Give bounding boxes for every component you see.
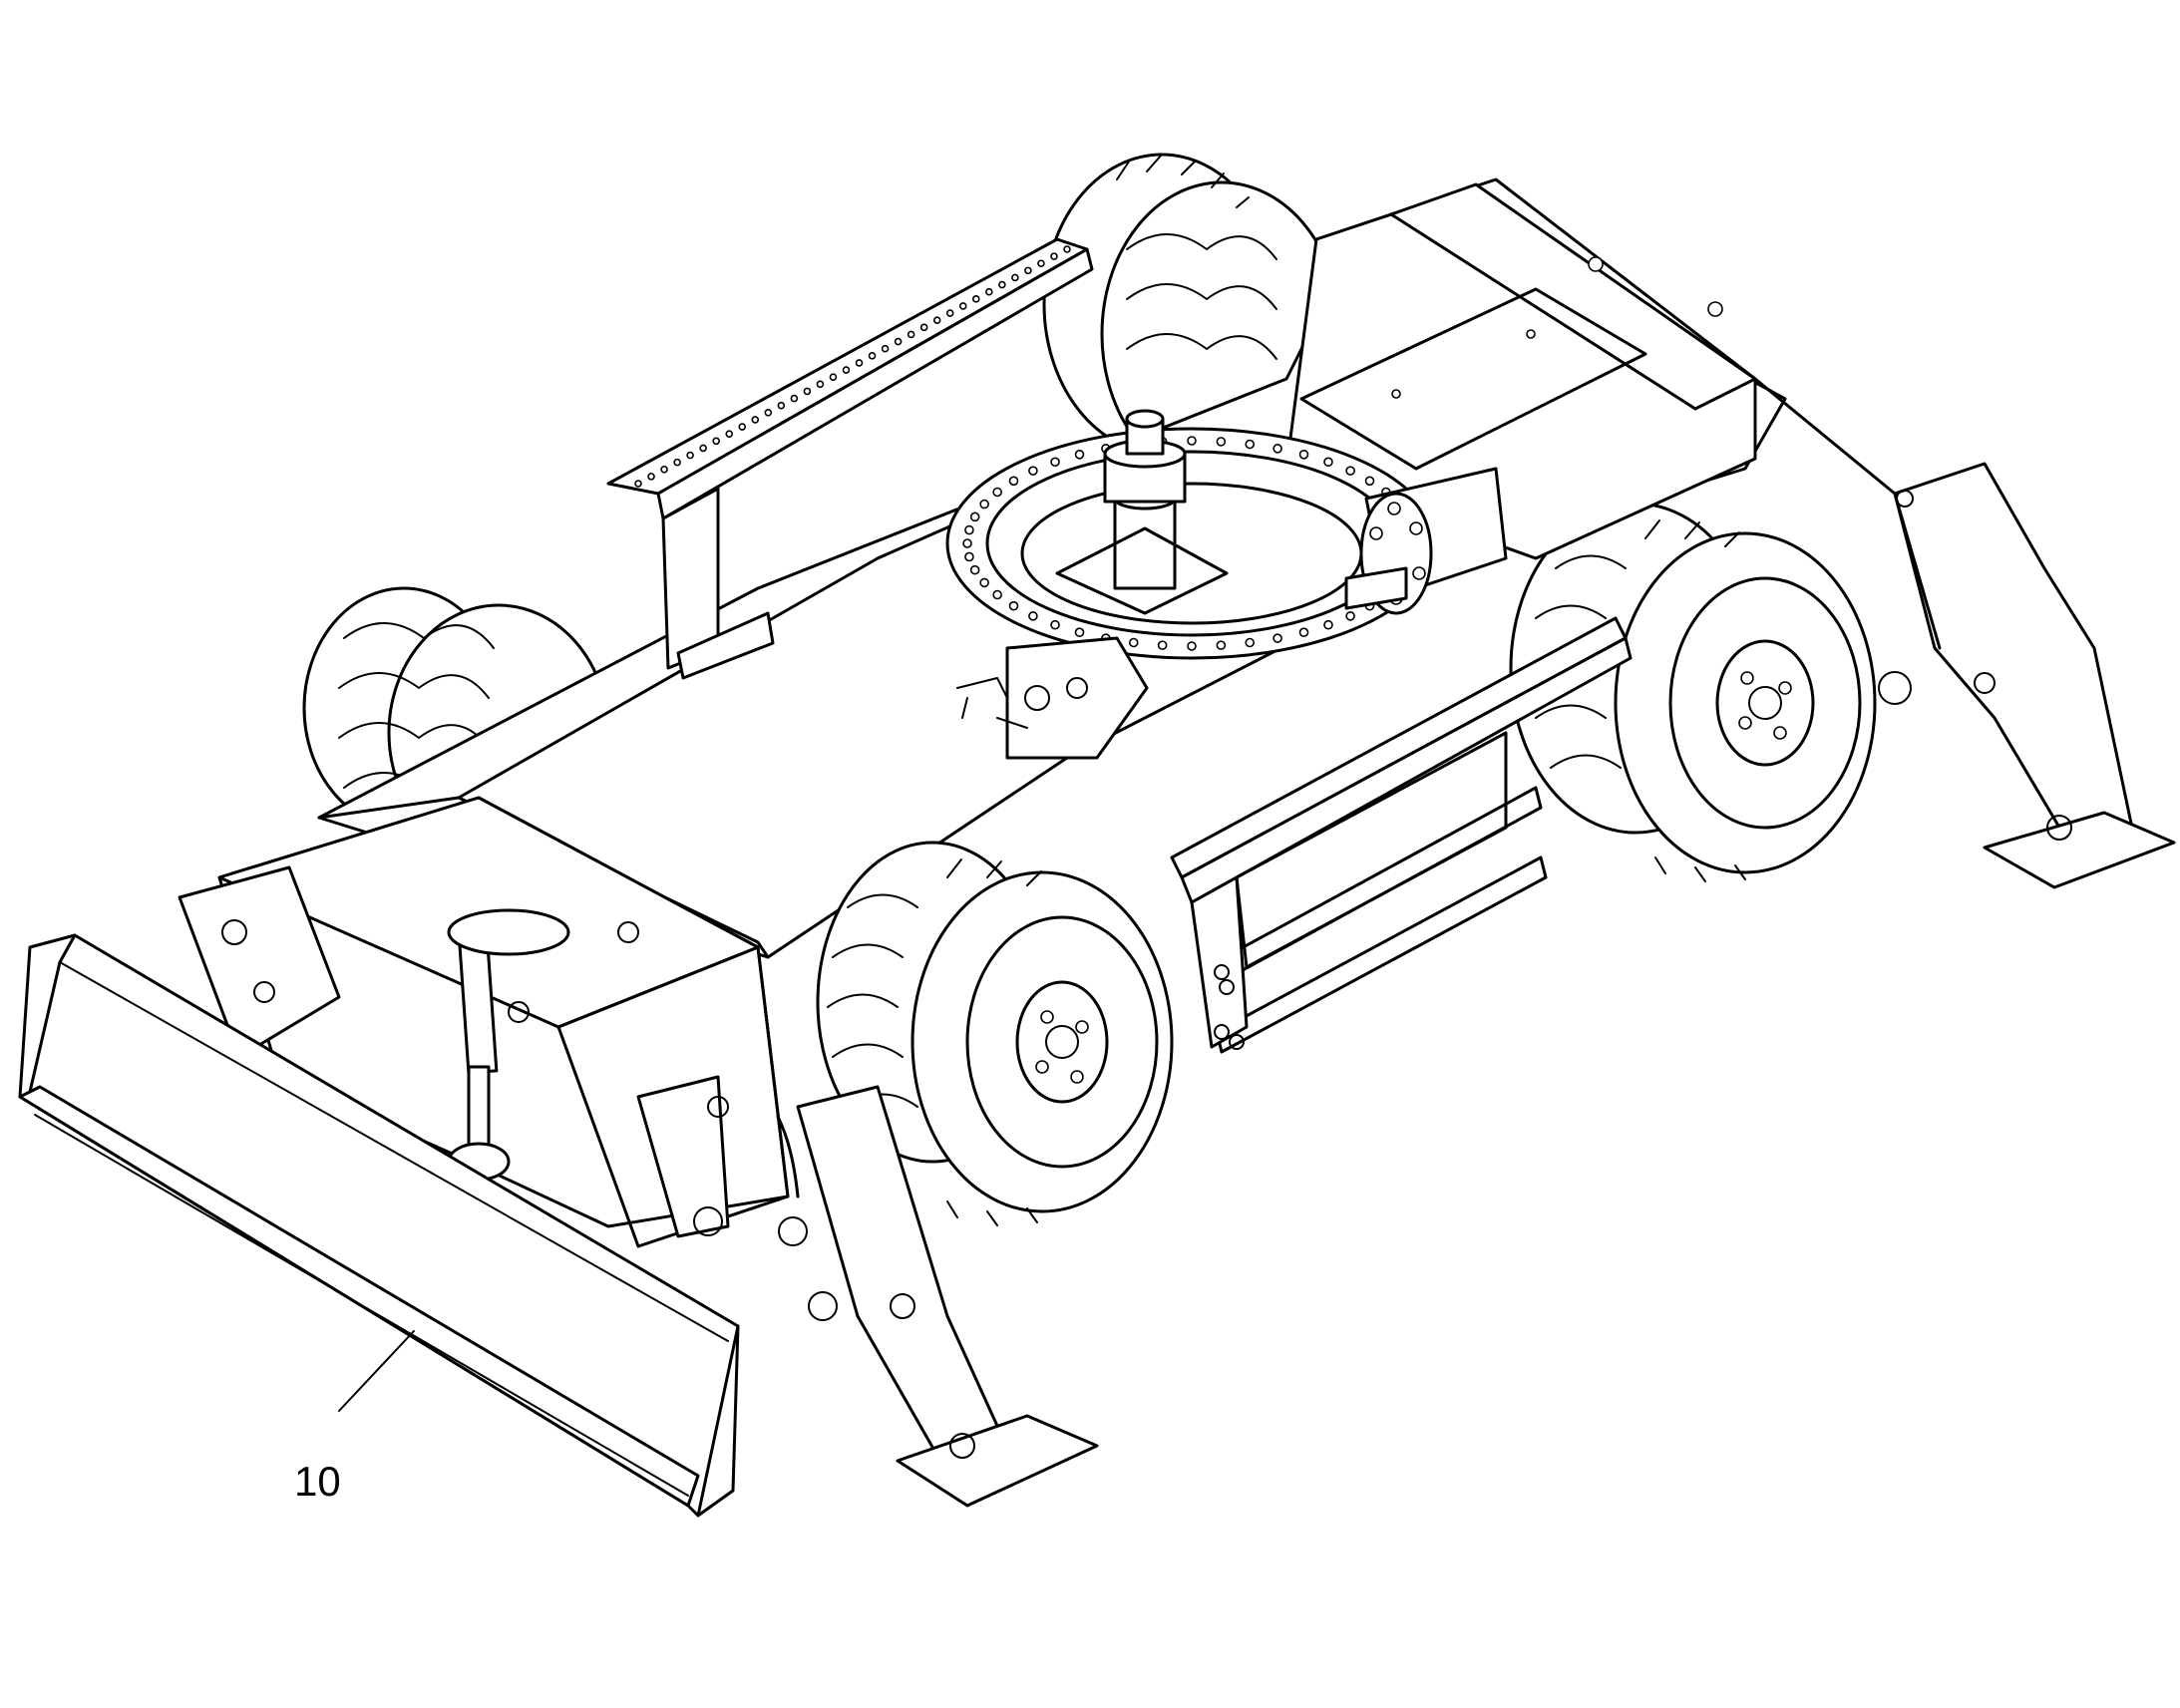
ring-bolt-hole — [1128, 637, 1139, 648]
ring-bolt-hole — [1028, 466, 1038, 476]
step-perforation — [1063, 245, 1071, 253]
callout-10-leader — [338, 1330, 415, 1412]
rotary-joint — [1055, 409, 1229, 615]
ring-bolt-hole — [1187, 436, 1197, 446]
ring-bolt-hole — [1187, 641, 1197, 651]
ring-bolt-hole — [1050, 457, 1060, 468]
step-perforation — [686, 451, 694, 460]
right-side-step-plate — [1170, 616, 1633, 1054]
ring-bolt-hole — [1272, 633, 1282, 643]
ring-bolt-hole — [969, 564, 980, 575]
ring-bolt-hole — [1008, 600, 1019, 611]
step-perforation — [919, 323, 928, 332]
front-right-wheel-pair — [816, 841, 1174, 1226]
ring-bolt-hole — [1245, 637, 1256, 648]
ring-bolt-hole — [964, 524, 974, 535]
step-perforation — [1024, 266, 1032, 275]
step-perforation — [738, 423, 747, 431]
ring-bolt-hole — [1323, 457, 1333, 468]
ring-bolt-hole — [1216, 640, 1227, 650]
ring-bolt-hole — [992, 487, 1002, 498]
ring-bolt-hole — [1272, 444, 1282, 454]
step-perforation — [764, 408, 773, 417]
ring-bolt-hole — [992, 589, 1002, 600]
step-perforation — [842, 366, 851, 374]
ring-bolt-hole — [1345, 466, 1355, 476]
step-perforation — [790, 394, 799, 403]
ring-bolt-hole — [1364, 476, 1375, 487]
step-perforation — [699, 444, 707, 453]
step-perforation — [829, 373, 838, 381]
step-perforation — [945, 309, 954, 317]
dozer-blade — [18, 933, 740, 1518]
ring-bolt-hole — [1216, 437, 1227, 447]
drive-flange — [1344, 467, 1508, 615]
step-perforation — [712, 437, 720, 446]
ring-bolt-hole — [1074, 627, 1085, 638]
ring-bolt-hole — [964, 551, 974, 562]
step-perforation — [881, 344, 890, 353]
ring-bolt-hole — [1074, 449, 1085, 460]
step-perforation — [985, 287, 993, 296]
step-perforation — [673, 458, 681, 467]
step-perforation — [634, 480, 642, 488]
ring-bolt-hole — [979, 577, 989, 588]
step-perforation — [777, 401, 786, 410]
callout-10: 10 — [294, 1330, 415, 1505]
ring-bolt-hole — [1298, 449, 1309, 460]
step-perforation — [660, 465, 668, 474]
step-perforation — [1011, 273, 1019, 282]
callout-10-label: 10 — [294, 1458, 341, 1505]
step-perforation — [855, 359, 864, 367]
step-perforation — [971, 295, 980, 303]
center-hydraulic-block — [956, 636, 1149, 760]
step-perforation — [907, 330, 915, 339]
step-perforation — [932, 316, 941, 325]
step-perforation — [647, 473, 655, 481]
ring-bolt-hole — [1050, 619, 1060, 630]
left-blade-arm — [178, 865, 341, 1059]
rear-right-wheel-pair — [1509, 502, 1877, 882]
ring-bolt-hole — [1245, 439, 1256, 450]
right-blade-arm — [636, 1075, 730, 1238]
step-perforation — [958, 302, 967, 310]
step-perforation — [1037, 259, 1045, 268]
step-perforation — [1050, 252, 1058, 260]
step-perforation — [816, 380, 825, 389]
ring-bolt-hole — [1323, 619, 1333, 630]
step-perforation — [868, 352, 877, 360]
step-perforation — [894, 337, 903, 346]
ring-bolt-hole — [962, 538, 972, 548]
step-perforation — [998, 280, 1006, 289]
ring-bolt-hole — [1028, 611, 1038, 621]
step-perforation — [725, 430, 734, 438]
left-rear-step-plate — [606, 237, 1094, 680]
step-perforation — [803, 387, 812, 396]
ring-bolt-hole — [1008, 476, 1019, 487]
ring-bolt-hole — [979, 499, 989, 510]
ring-bolt-hole — [1345, 611, 1355, 621]
ring-bolt-hole — [969, 512, 980, 522]
ring-bolt-hole — [1298, 627, 1309, 638]
step-perforation — [751, 416, 760, 424]
ring-bolt-hole — [1157, 640, 1168, 650]
